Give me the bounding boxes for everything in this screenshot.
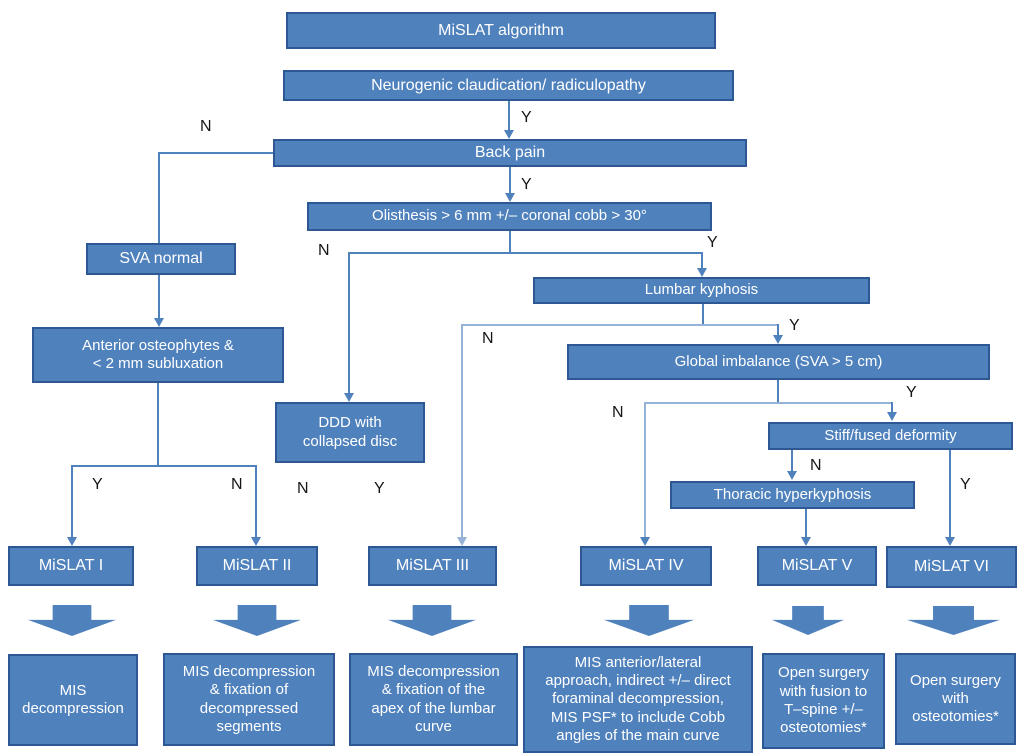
branch-label-yes: Y xyxy=(960,476,971,493)
node-olisthesis: Olisthesis > 6 mm +/– coronal cobb > 30° xyxy=(307,202,712,231)
node-mislat-2: MiSLAT II xyxy=(196,546,318,586)
branch-label-yes: Y xyxy=(707,234,718,251)
node-outcome-mis-decompression: MIS decompression xyxy=(8,654,138,746)
arrowhead-icon xyxy=(344,393,354,402)
connector-global-split xyxy=(645,402,893,404)
arrowhead-icon xyxy=(801,537,811,546)
arrowhead-icon xyxy=(697,268,707,277)
arrowhead-icon xyxy=(67,537,77,546)
branch-label-yes: Y xyxy=(374,480,385,497)
arrowhead-icon xyxy=(787,471,797,480)
arrowhead-icon xyxy=(505,193,515,202)
block-arrow-icon xyxy=(28,605,116,636)
connector-olisthesis-yes-vertical xyxy=(701,252,703,269)
connector-olisthesis-no-vertical xyxy=(348,252,350,393)
branch-label-yes: Y xyxy=(906,384,917,401)
connector-global-down xyxy=(777,380,779,403)
node-neurogenic-claudication: Neurogenic claudication/ radiculopathy xyxy=(283,70,734,101)
node-outcome-fixation-apex: MIS decompression & fixation of the apex… xyxy=(349,653,518,746)
node-mislat-5: MiSLAT V xyxy=(757,546,877,586)
node-mislat-4: MiSLAT IV xyxy=(580,546,712,586)
node-sva-normal: SVA normal xyxy=(86,243,236,275)
node-mislat-algorithm: MiSLAT algorithm xyxy=(286,12,716,49)
node-back-pain: Back pain xyxy=(273,139,747,167)
connector-neurogenic-to-backpain xyxy=(508,101,510,131)
connector-global-no-vertical xyxy=(644,402,646,537)
branch-label-yes: Y xyxy=(521,176,532,193)
branch-label-yes: Y xyxy=(789,317,800,334)
node-anterior-osteophytes: Anterior osteophytes & < 2 mm subluxatio… xyxy=(32,327,284,383)
arrowhead-icon xyxy=(251,537,261,546)
node-global-imbalance: Global imbalance (SVA > 5 cm) xyxy=(567,344,990,380)
node-ddd-collapsed-disc: DDD with collapsed disc xyxy=(275,402,425,463)
connector-lumbar-yes-vertical xyxy=(777,324,779,336)
node-mislat-3: MiSLAT III xyxy=(368,546,497,586)
node-outcome-fixation-segments: MIS decompression & fixation of decompre… xyxy=(163,653,335,746)
node-stiff-fused-deformity: Stiff/fused deformity xyxy=(768,422,1013,450)
connector-olisthesis-down xyxy=(509,231,511,253)
connector-anterior-split xyxy=(72,465,257,467)
connector-lumbar-split xyxy=(462,324,779,326)
connector-anterior-yes-vertical xyxy=(71,465,73,537)
node-outcome-open-fusion: Open surgery with fusion to T–spine +/– … xyxy=(762,653,885,749)
arrowhead-icon xyxy=(945,537,955,546)
branch-label-yes: Y xyxy=(92,476,103,493)
branch-label-no: N xyxy=(482,330,494,347)
branch-label-no: N xyxy=(318,242,330,259)
connector-thoracic-down xyxy=(805,509,807,537)
connector-sva-to-anterior xyxy=(158,275,160,318)
block-arrow-icon xyxy=(388,605,476,636)
connector-backpain-no-horizontal xyxy=(159,152,273,154)
connector-lumbar-down xyxy=(702,304,704,325)
connector-stiff-no-vertical xyxy=(791,450,793,472)
branch-label-yes: Y xyxy=(521,109,532,126)
node-mislat-1: MiSLAT I xyxy=(8,546,134,586)
block-arrow-icon xyxy=(213,605,301,636)
connector-lumbar-no-vertical xyxy=(461,324,463,537)
arrowhead-icon xyxy=(887,412,897,421)
node-outcome-open-osteotomies: Open surgery with osteotomies* xyxy=(895,653,1016,745)
node-thoracic-hyperkyphosis: Thoracic hyperkyphosis xyxy=(670,481,915,509)
branch-label-no: N xyxy=(200,118,212,135)
node-lumbar-kyphosis: Lumbar kyphosis xyxy=(533,277,870,304)
connector-olisthesis-split xyxy=(349,252,703,254)
block-arrow-icon xyxy=(604,605,694,636)
block-arrow-icon xyxy=(907,606,1000,635)
branch-label-no: N xyxy=(612,404,624,421)
block-arrow-icon xyxy=(772,606,844,635)
arrowhead-icon xyxy=(640,537,650,546)
connector-stiff-yes-vertical xyxy=(949,450,951,537)
branch-label-no: N xyxy=(231,476,243,493)
node-outcome-mis-anterior-lateral: MIS anterior/lateral approach, indirect … xyxy=(523,646,753,753)
connector-backpain-no-vertical xyxy=(158,152,160,243)
branch-label-no: N xyxy=(810,457,822,474)
arrowhead-icon xyxy=(773,335,783,344)
arrowhead-icon xyxy=(504,130,514,139)
connector-global-yes-vertical xyxy=(891,402,893,413)
arrowhead-icon xyxy=(457,537,467,546)
node-mislat-6: MiSLAT VI xyxy=(886,546,1017,588)
connector-anterior-down xyxy=(157,383,159,465)
branch-label-no: N xyxy=(297,480,309,497)
arrowhead-icon xyxy=(154,318,164,327)
connector-anterior-no-vertical xyxy=(255,465,257,537)
connector-backpain-to-olisthesis xyxy=(509,167,511,193)
